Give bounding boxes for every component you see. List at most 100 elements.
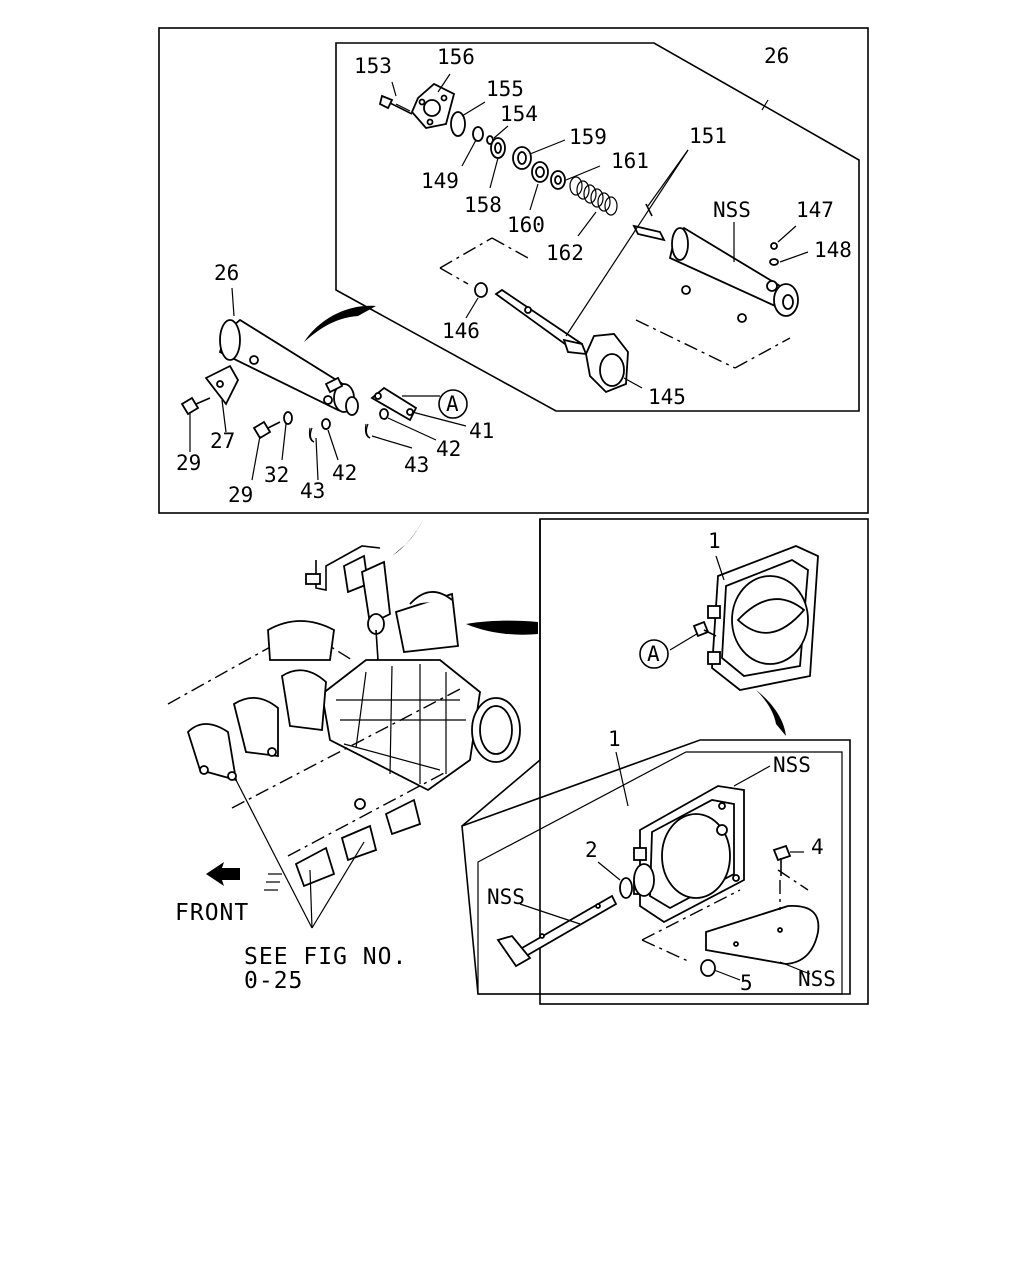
detail-arrow [392, 518, 424, 556]
see-fig-label-line1: SEE FIG NO. [244, 944, 407, 970]
label-nss-plate: NSS [798, 967, 836, 991]
nut-148 [769, 258, 779, 266]
label-155: 155 [486, 77, 524, 101]
cylinder-nss [668, 226, 799, 323]
label-42-right: 42 [436, 437, 461, 461]
lever-145 [585, 333, 629, 394]
reference-a-label: A [446, 392, 459, 416]
washer-147 [770, 242, 778, 250]
engine-dash-lines [231, 687, 463, 857]
reference-a-circle [438, 389, 468, 419]
seal-158 [490, 137, 506, 159]
label-162: 162 [546, 241, 584, 265]
front-label: FRONT [175, 900, 249, 926]
throttle-housing [394, 591, 459, 653]
engine-region-outline [461, 519, 541, 827]
label-41: 41 [469, 419, 494, 443]
alignment-line [777, 869, 809, 891]
o-ring-155 [450, 111, 466, 137]
label-43-left: 43 [300, 479, 325, 503]
label-153: 153 [354, 54, 392, 78]
washer-42b [379, 408, 389, 420]
alignment-line [491, 237, 529, 259]
bolt-153 [378, 94, 413, 115]
clip-43b [364, 423, 371, 439]
front-arrow [206, 862, 282, 891]
nut-149 [472, 126, 484, 142]
label-nss-body: NSS [773, 753, 811, 777]
label-27: 27 [210, 429, 235, 453]
alignment-line [734, 337, 791, 369]
throttle-inner-frame [477, 751, 843, 995]
throttle-leader-lines [519, 555, 811, 981]
label-29-lower: 29 [228, 483, 253, 507]
label-nss-shaft: NSS [487, 885, 525, 909]
seal-2 [619, 877, 633, 899]
bolt-29b [252, 420, 281, 440]
detail-arrow [304, 305, 376, 342]
manifold-runners [167, 620, 353, 782]
shaft-rod [494, 288, 588, 356]
label-147: 147 [796, 198, 834, 222]
top-panel-frame [158, 27, 869, 514]
label-160: 160 [507, 213, 545, 237]
link-41 [370, 386, 418, 422]
bracket-27 [204, 364, 240, 406]
alignment-line [439, 237, 493, 269]
alignment-line [439, 267, 469, 285]
alignment-line [641, 939, 691, 963]
label-2: 2 [585, 838, 598, 862]
label-145: 145 [648, 385, 686, 409]
see-fig-label-line2: 0-25 [244, 968, 303, 994]
inset-parts-box [335, 42, 860, 412]
label-146: 146 [442, 319, 480, 343]
label-5: 5 [740, 971, 753, 995]
washer-42a [321, 418, 331, 430]
reference-a-circle [639, 639, 669, 669]
label-43-right: 43 [404, 453, 429, 477]
label-32: 32 [264, 463, 289, 487]
reference-a-label: A [647, 642, 660, 666]
alignment-line [641, 889, 741, 941]
intake-manifold [321, 659, 521, 792]
alignment-line [635, 319, 736, 369]
ref-a-bolt [692, 620, 717, 638]
label-nss-cylinder: NSS [713, 198, 751, 222]
label-154: 154 [500, 102, 538, 126]
label-159: 159 [569, 125, 607, 149]
spring-162 [569, 176, 618, 216]
throttle-body-lower [633, 785, 745, 924]
bushing-159 [512, 146, 532, 170]
shaft-nss [496, 894, 618, 968]
label-149: 149 [421, 169, 459, 193]
seal-160 [531, 161, 549, 183]
clip-43a [308, 427, 315, 443]
valve-plate-nss [705, 905, 820, 965]
lower-brackets [294, 798, 422, 888]
label-158: 158 [464, 193, 502, 217]
washer-32 [283, 411, 293, 425]
washer-146 [474, 282, 488, 298]
washer-161 [550, 170, 566, 190]
cover-plate-156 [410, 82, 456, 129]
washer-5 [700, 959, 716, 977]
actuator-assembly [305, 545, 391, 661]
detail-arrow [466, 620, 538, 635]
see-fig-leaders [235, 779, 365, 929]
label-148: 148 [814, 238, 852, 262]
throttle-panel-frame [539, 518, 869, 1005]
detail-arrow [756, 690, 786, 736]
label-42-left: 42 [332, 461, 357, 485]
cylinder-26 [218, 318, 359, 416]
label-1-upper: 1 [708, 529, 721, 553]
screw-4 [772, 844, 792, 876]
label-156: 156 [437, 45, 475, 69]
throttle-inset-frame [461, 739, 851, 995]
label-151: 151 [689, 124, 727, 148]
label-161: 161 [611, 149, 649, 173]
label-4: 4 [811, 835, 824, 859]
throttle-body-upper [707, 545, 819, 691]
label-26-inset: 26 [764, 44, 789, 68]
label-29-upper: 29 [176, 451, 201, 475]
